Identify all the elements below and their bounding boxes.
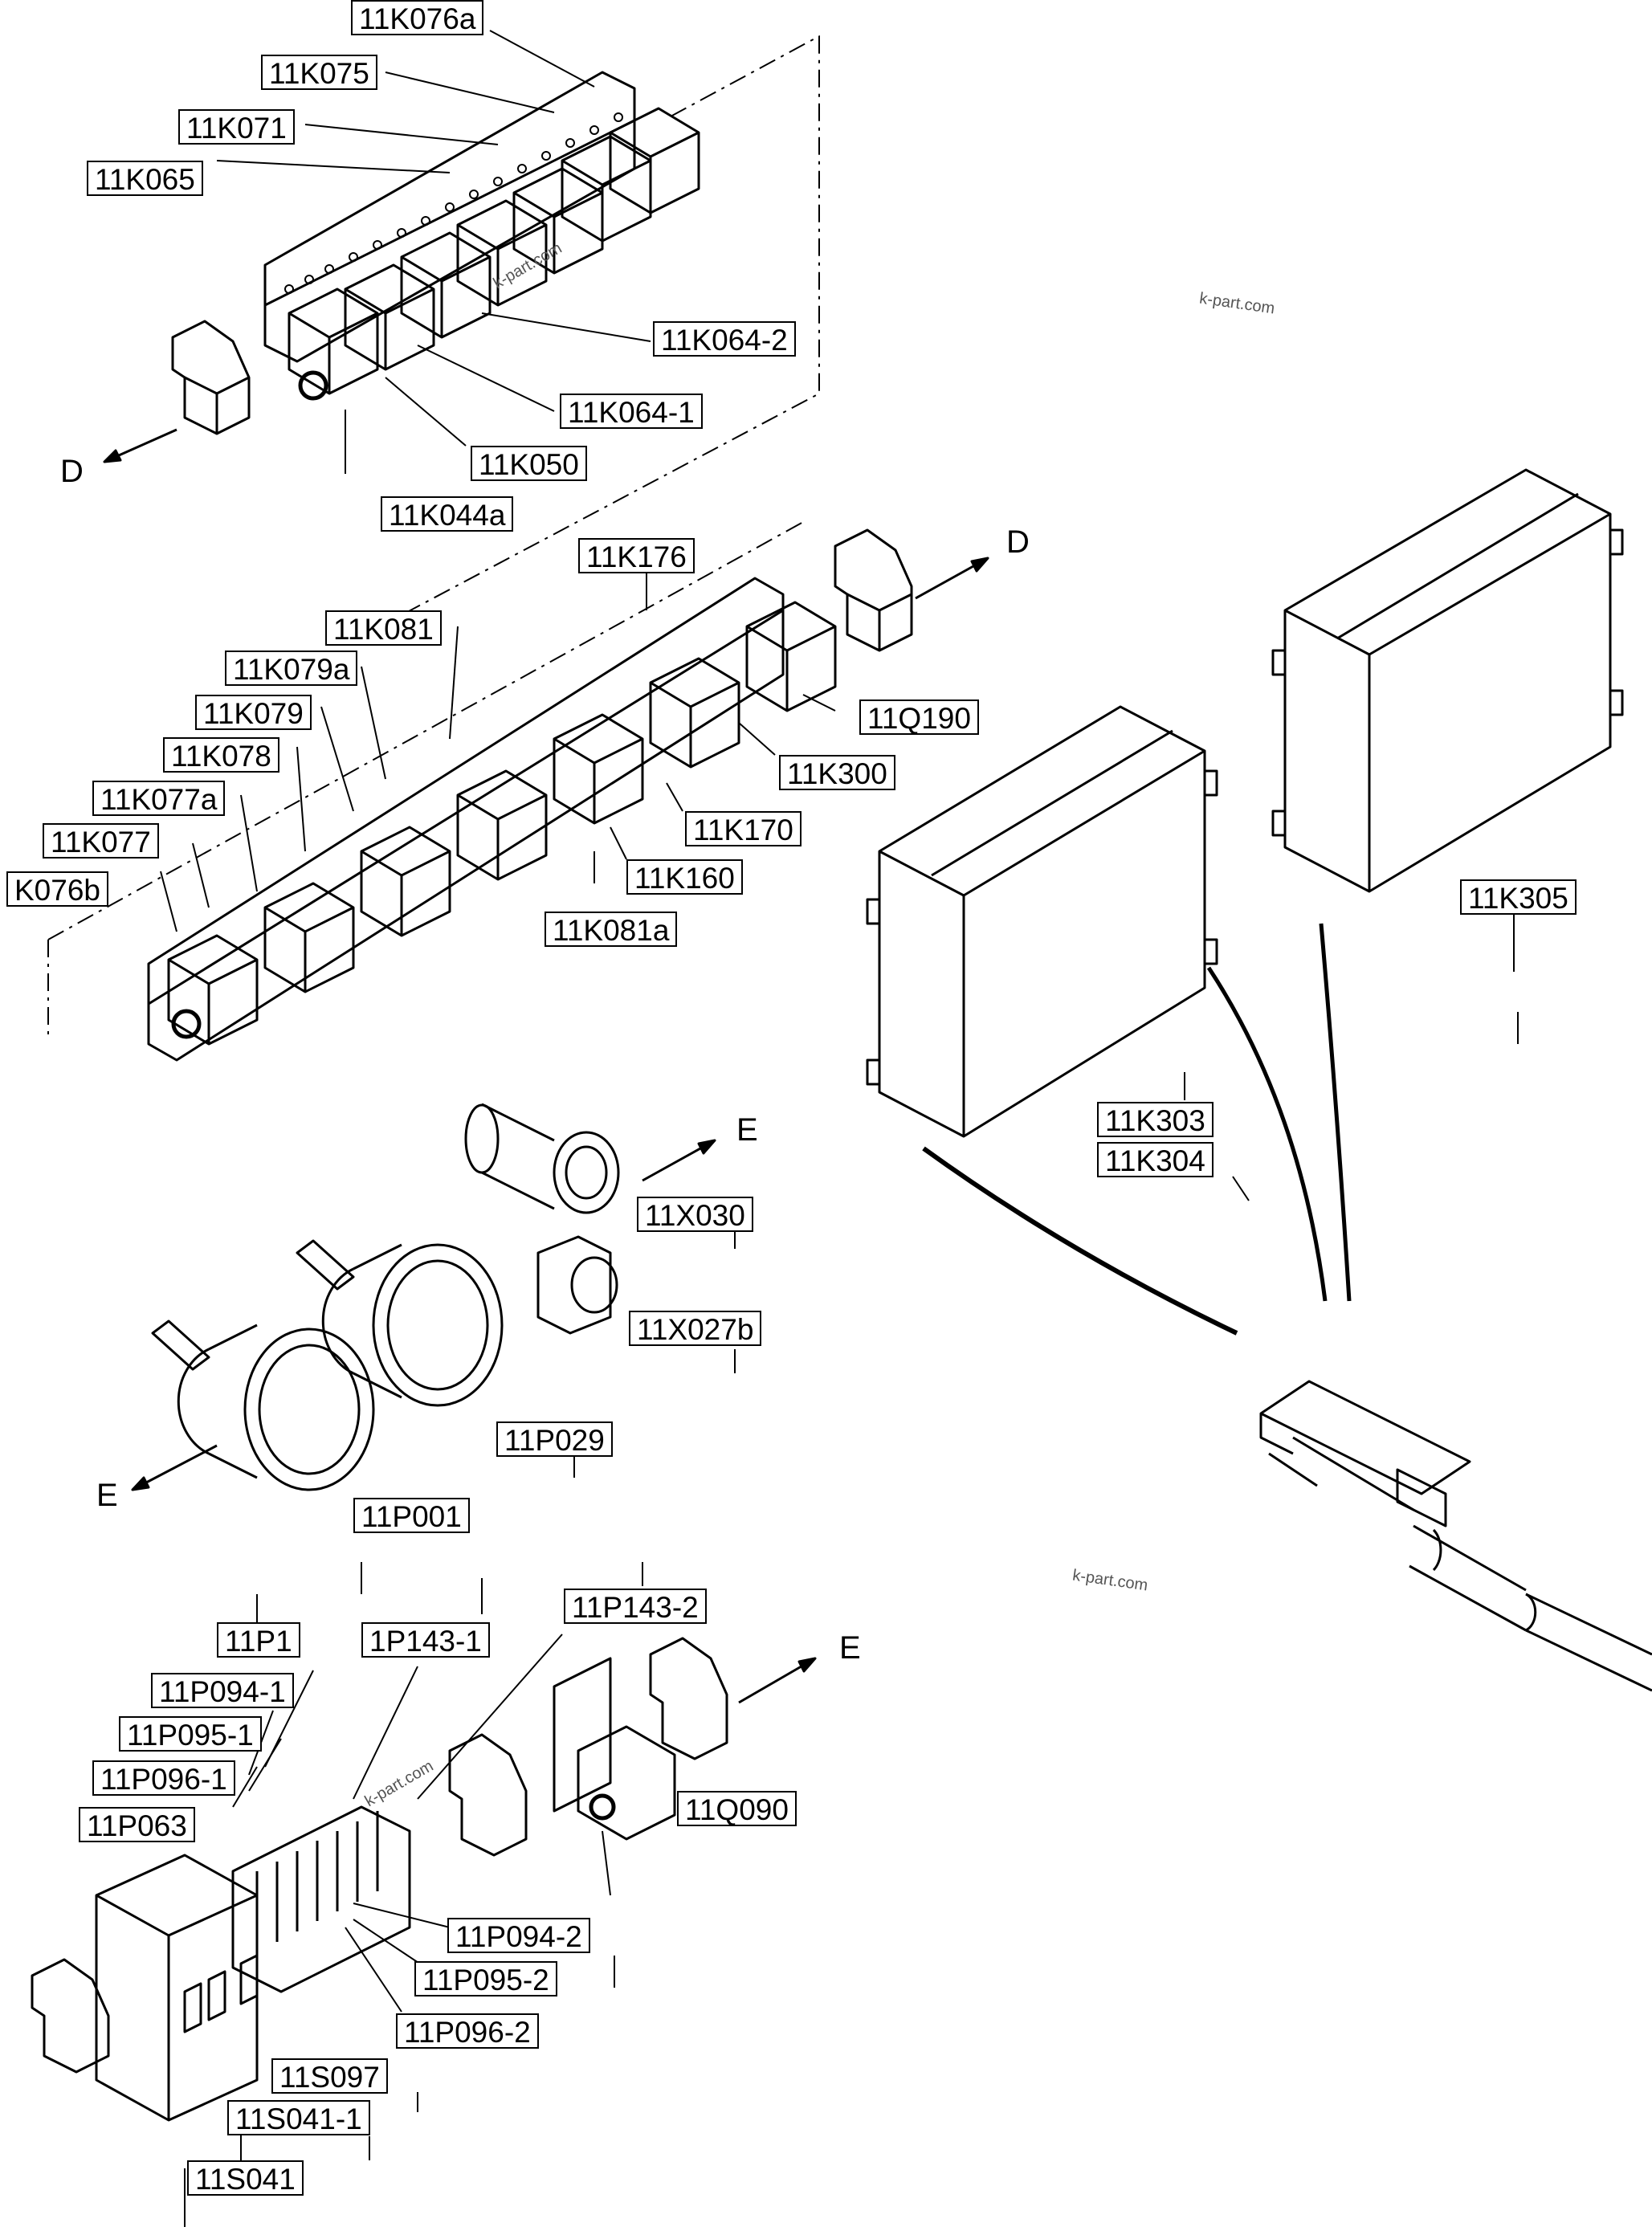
relay-block-top-7 xyxy=(609,107,700,214)
label-11p001[interactable]: 11P001 xyxy=(353,1498,470,1533)
relay-rail-middle xyxy=(47,521,913,1062)
label-11q190[interactable]: 11Q190 xyxy=(859,699,979,735)
label-11k077[interactable]: 11K077 xyxy=(43,823,159,859)
label-11k064-1[interactable]: 11K064-1 xyxy=(560,394,703,429)
end-clamp-bottom-right xyxy=(649,1637,728,1760)
relay-rail-top xyxy=(171,35,820,639)
arrow-e-p001 xyxy=(131,1444,218,1491)
gauge-11p029 xyxy=(296,1239,504,1407)
relay-marker-circle-mid xyxy=(171,1009,202,1039)
end-clamp-mid xyxy=(834,528,913,652)
label-11k075[interactable]: 11K075 xyxy=(261,55,377,90)
relay-block-mid-5 xyxy=(553,713,644,825)
label-11k078[interactable]: 11K078 xyxy=(163,737,279,773)
breaker-assembly xyxy=(31,1637,728,2122)
module-11k303 xyxy=(866,705,1218,1138)
label-11s041[interactable]: 11S041 xyxy=(187,2160,304,2196)
label-11k071[interactable]: 11K071 xyxy=(178,109,295,145)
direction-d-right: D xyxy=(1006,524,1030,560)
arrow-d-left xyxy=(103,428,177,463)
label-11p143-2[interactable]: 11P143-2 xyxy=(564,1589,707,1624)
label-11x027b[interactable]: 11X027b xyxy=(629,1311,762,1346)
label-11p029[interactable]: 11P029 xyxy=(496,1421,613,1457)
label-11p095-2[interactable]: 11P095-2 xyxy=(414,1961,557,1996)
label-11k050[interactable]: 11K050 xyxy=(471,446,587,481)
label-11p063[interactable]: 11P063 xyxy=(79,1807,195,1842)
relay-block-mid-7 xyxy=(745,601,837,712)
label-11x030[interactable]: 11X030 xyxy=(637,1197,753,1232)
label-11k170[interactable]: 11K170 xyxy=(685,811,802,846)
label-1p143-1[interactable]: 1P143-1 xyxy=(361,1622,490,1658)
connector-11x027b xyxy=(536,1235,618,1335)
label-11k305[interactable]: 11K305 xyxy=(1460,879,1577,915)
relay-block-top-4 xyxy=(456,199,548,307)
fuse-row xyxy=(255,1811,379,1952)
relay-marker-circle-top xyxy=(298,370,328,401)
relay-block-top-1 xyxy=(288,288,379,395)
relay-11q090 xyxy=(553,1657,676,1841)
label-11k300[interactable]: 11K300 xyxy=(779,755,895,790)
direction-e-p001: E xyxy=(96,1478,118,1513)
label-11k081[interactable]: 11K081 xyxy=(325,610,442,646)
label-11s097[interactable]: 11S097 xyxy=(271,2058,388,2094)
relay-block-mid-2 xyxy=(263,882,355,993)
label-11p096-1[interactable]: 11P096-1 xyxy=(92,1760,235,1796)
direction-e-x030: E xyxy=(736,1112,758,1148)
arrow-e-q090 xyxy=(738,1657,817,1704)
label-11k160[interactable]: 11K160 xyxy=(626,859,743,895)
direction-d-left: D xyxy=(60,454,84,489)
leader-lines xyxy=(160,30,1519,2227)
relay-block-mid-1 xyxy=(167,934,259,1046)
relay-block-mid-3 xyxy=(360,826,451,937)
end-clamp-bottom-mid xyxy=(448,1733,528,1857)
label-11k176[interactable]: 11K176 xyxy=(578,538,695,573)
direction-e-q090: E xyxy=(839,1630,861,1666)
gauge-11p001 xyxy=(151,1319,375,1491)
label-11k077a[interactable]: 11K077a xyxy=(92,781,226,816)
label-11q090[interactable]: 11Q090 xyxy=(677,1791,797,1826)
label-11k304[interactable]: 11K304 xyxy=(1097,1142,1214,1177)
arrow-e-x030 xyxy=(642,1139,716,1182)
relay-block-top-2 xyxy=(344,263,435,371)
label-11p095-1[interactable]: 11P095-1 xyxy=(119,1716,262,1752)
label-11p094-1[interactable]: 11P094-1 xyxy=(151,1673,294,1708)
label-11k065[interactable]: 11K065 xyxy=(87,161,203,196)
relay-block-top-3 xyxy=(400,231,492,339)
label-11p094-2[interactable]: 11P094-2 xyxy=(447,1918,590,1953)
cable-assembly xyxy=(1259,1380,1652,1692)
end-clamp-top xyxy=(171,320,251,435)
relay-block-top-6 xyxy=(561,135,652,243)
label-11k076a[interactable]: 11K076a xyxy=(351,0,484,35)
arrow-d-right xyxy=(915,557,989,600)
module-11k305 xyxy=(1271,468,1624,893)
label-11k064-2[interactable]: 11K064-2 xyxy=(653,321,796,357)
label-11k303[interactable]: 11K303 xyxy=(1097,1102,1214,1137)
label-11k079[interactable]: 11K079 xyxy=(195,695,312,730)
label-11k044a[interactable]: 11K044a xyxy=(381,496,514,532)
label-11p1[interactable]: 11P1 xyxy=(217,1622,300,1658)
label-11s041-1[interactable]: 11S041-1 xyxy=(227,2100,370,2135)
end-clamp-bottom-left xyxy=(31,1958,110,2074)
label-11p096-2[interactable]: 11P096-2 xyxy=(396,2013,539,2049)
relay-block-mid-4 xyxy=(456,769,548,881)
label-11k081a[interactable]: 11K081a xyxy=(545,912,678,947)
label-11k079a[interactable]: 11K079a xyxy=(225,651,358,686)
connector-11x030 xyxy=(464,1103,620,1214)
relay-block-mid-6 xyxy=(649,657,740,769)
label-k076b[interactable]: K076b xyxy=(6,871,108,907)
